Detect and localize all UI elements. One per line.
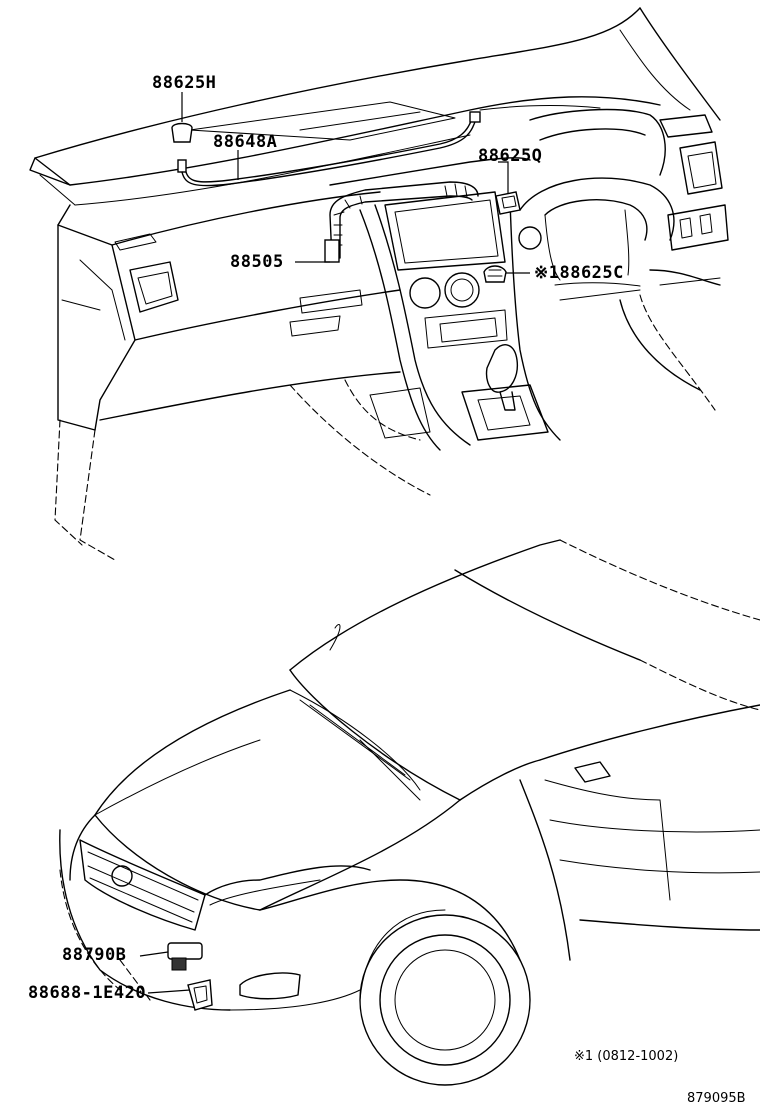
sensor-88625q [495,191,521,215]
leader-lines [139,92,530,994]
sensor-88625h [171,122,193,143]
dashboard-illustration [29,7,729,561]
callout-88790b: 88790B [62,945,127,965]
callout-88625c: ※188625C [534,263,624,283]
vehicle-illustration [59,539,760,1086]
sensor-88625c [483,265,507,283]
callout-88688-1e420: 88688-1E420 [28,983,147,1003]
applicability-footnote: ※1 (0812-1002) [574,1049,679,1064]
connector-88625h [177,159,187,173]
callout-88648a: 88648A [213,132,278,152]
callout-88625h: 88625H [152,73,217,93]
callout-88505: 88505 [230,252,284,272]
figure-number: 879095B [687,1091,746,1106]
sensor-88790b [167,942,203,960]
callout-88625q: 88625Q [478,146,543,166]
bracket-88688 [187,979,213,1011]
